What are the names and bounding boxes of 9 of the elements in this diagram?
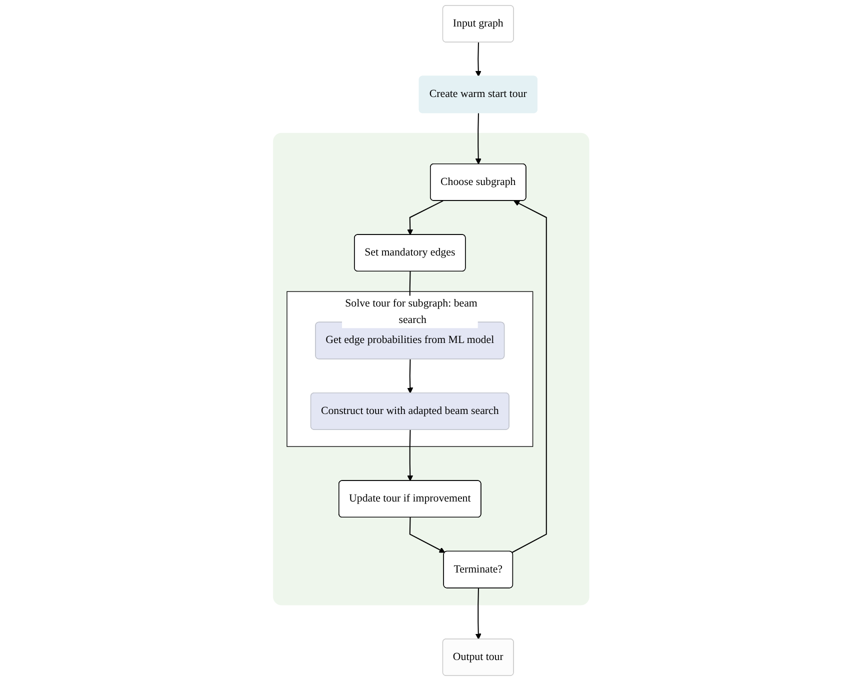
arrow bbox=[512, 200, 547, 553]
arrow bbox=[475, 42, 482, 77]
arrow bbox=[406, 200, 444, 236]
arrow bbox=[406, 359, 413, 394]
cluster bbox=[272, 132, 590, 606]
arrow bbox=[475, 588, 482, 640]
arrow bbox=[406, 430, 413, 482]
arrow bbox=[475, 113, 482, 164]
arrow bbox=[409, 518, 445, 553]
